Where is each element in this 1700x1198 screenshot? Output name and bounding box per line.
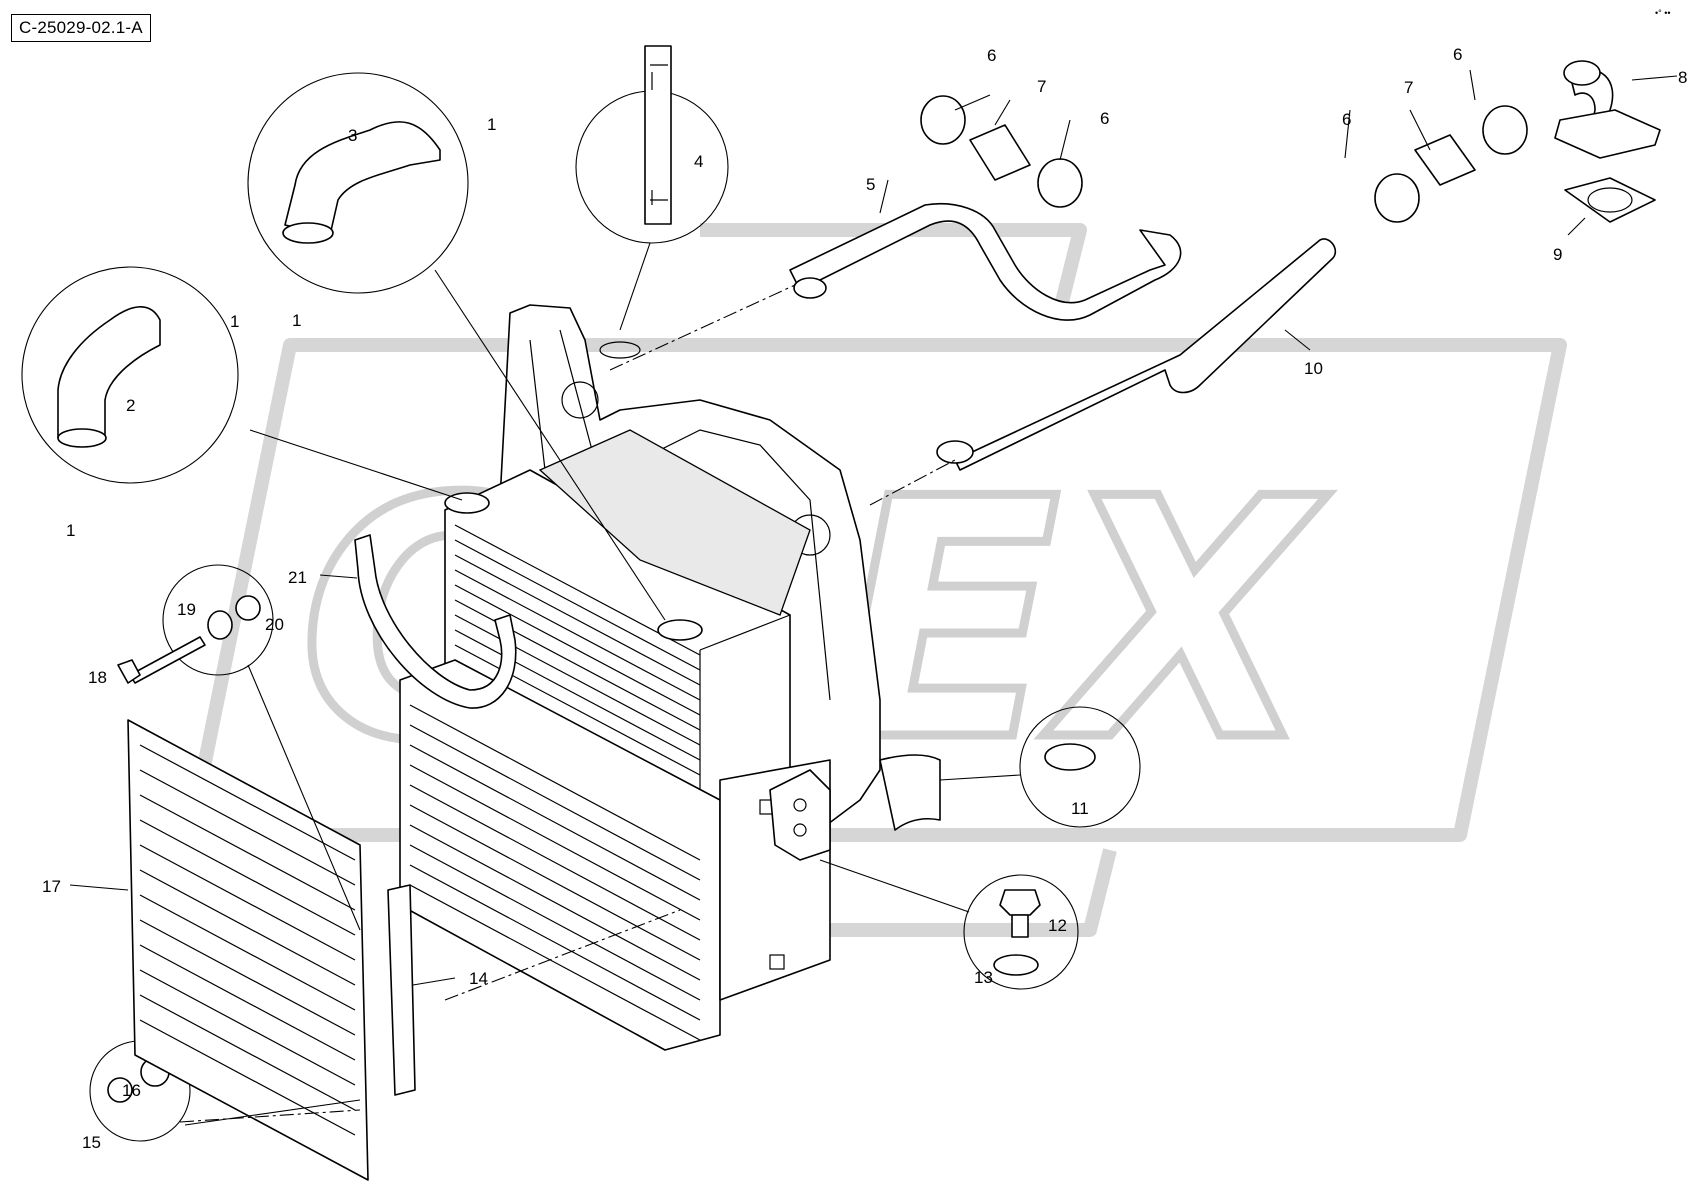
callout-1-upper-left: 1 — [292, 311, 301, 330]
callout-14: 14 — [469, 969, 488, 988]
callout-7-a: 7 — [1037, 77, 1046, 96]
callout-9: 9 — [1553, 245, 1562, 264]
part-18-19-20-bolt-hardware — [117, 564, 274, 684]
part-10-pipe — [936, 238, 1337, 471]
callout-21: 21 — [288, 568, 307, 587]
callout-19: 19 — [177, 600, 196, 619]
callout-8: 8 — [1678, 68, 1687, 87]
callout-12: 12 — [1048, 916, 1067, 935]
radiator-frame-assembly — [399, 304, 941, 1051]
callout-18: 18 — [88, 668, 107, 687]
part-4-level-strip — [575, 45, 729, 244]
callout-6-b: 6 — [1100, 109, 1109, 128]
callout-2: 2 — [126, 396, 135, 415]
part-11-clamp — [1019, 706, 1141, 828]
part-21-hose — [354, 534, 517, 709]
callout-11: 11 — [1071, 799, 1089, 818]
callout-15: 15 — [82, 1133, 101, 1152]
callout-16: 16 — [122, 1081, 141, 1100]
part-8-elbow — [1554, 60, 1661, 159]
callout-4: 4 — [694, 152, 703, 171]
callout-3: 3 — [348, 126, 357, 145]
corner-mark: •° •• — [1655, 8, 1671, 18]
diagram-reference-code: C-25029-02.1-A — [11, 14, 151, 42]
part-14-bar — [387, 884, 416, 1096]
part-5-pipe — [789, 202, 1182, 321]
callout-1-top: 1 — [487, 115, 496, 134]
leader-lines — [69, 69, 1678, 1126]
part-17-condenser — [127, 719, 369, 1181]
callout-20: 20 — [265, 615, 284, 634]
callout-6-c: 6 — [1342, 110, 1351, 129]
part-6-clamps — [920, 95, 1528, 223]
part-12-13-bolt-washer — [963, 874, 1079, 990]
routing-lines — [179, 284, 956, 1123]
part-7-sleeves — [969, 124, 1476, 186]
part-3-hose — [247, 72, 469, 294]
part-9-gasket — [1564, 177, 1656, 223]
callout-1-lower: 1 — [66, 521, 75, 540]
callout-13: 13 — [974, 968, 993, 987]
watermark-logo: OREX — [183, 223, 1567, 937]
callout-6-d: 6 — [1453, 45, 1462, 64]
callout-17: 17 — [42, 877, 61, 896]
callout-7-b: 7 — [1404, 78, 1413, 97]
callout-labels: 1 1 1 1 2 3 4 5 6 6 6 6 7 7 8 9 10 11 12… — [42, 45, 1687, 1152]
callout-5: 5 — [866, 175, 875, 194]
callout-10: 10 — [1304, 359, 1323, 378]
callout-1-mid: 1 — [230, 312, 239, 331]
part-2-hose — [21, 266, 239, 484]
callout-6-a: 6 — [987, 46, 996, 65]
